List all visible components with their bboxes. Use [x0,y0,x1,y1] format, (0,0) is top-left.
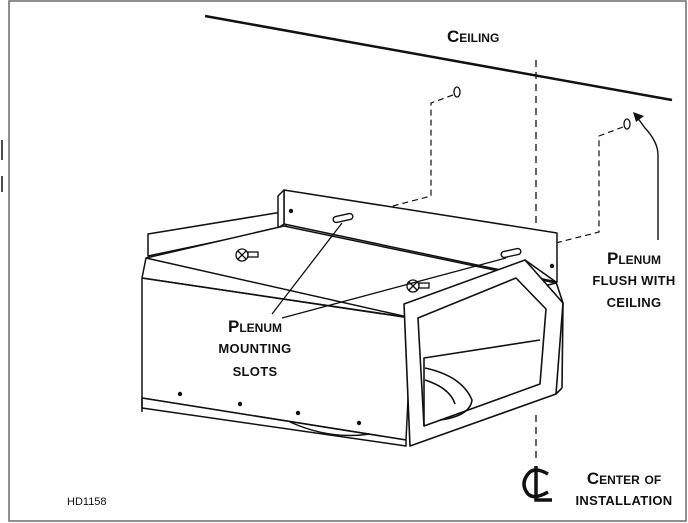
mounting-screw-left [235,248,259,262]
ceiling-hole-left [453,86,461,98]
figure-frame [8,0,687,522]
plenum-flush-line1: Plenum [606,249,661,268]
plenum-box [141,189,558,447]
rivets [177,208,555,426]
ceiling-line [204,14,673,102]
ceiling-label: Ceiling [447,27,500,46]
duct-collar [403,259,564,447]
mounting-slots-label: Plenum mounting slots [200,316,310,380]
ceiling-hole-right [623,118,631,130]
mounting-slots-line3: slots [232,363,278,379]
plenum-flush-line2: flush with [592,273,676,289]
slot-leaders [271,222,507,319]
plenum-flush-label: Plenum flush with ceiling [580,248,688,311]
mounting-slots [332,212,522,259]
flush-arrow [636,116,659,240]
mounting-slots-line2: mounting [218,341,292,357]
flush-arrowhead [633,112,644,122]
centerline-symbol [522,466,552,502]
mounting-slots-line1: Plenum [227,317,282,336]
center-installation-label: Center of installation [562,468,686,510]
center-installation-line1: Center of [586,469,662,488]
center-installation-line2: installation [575,493,673,509]
figure-code: HD1158 [67,496,107,508]
plenum-flush-line3: ceiling [606,294,662,310]
